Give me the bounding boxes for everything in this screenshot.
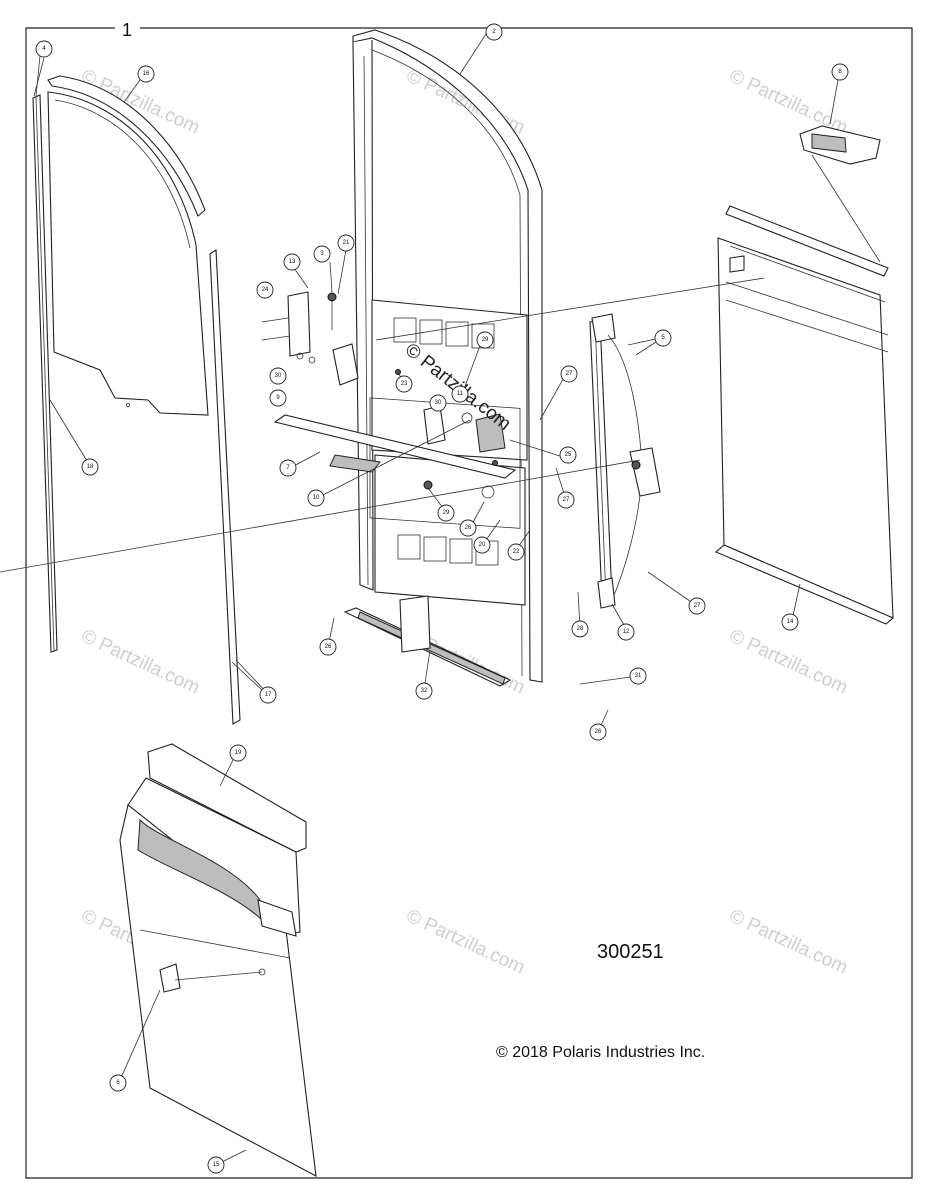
svg-text:27: 27: [563, 497, 570, 503]
callout: 27: [560, 365, 578, 383]
svg-text:24: 24: [262, 287, 269, 293]
svg-text:2: 2: [492, 29, 496, 35]
svg-text:9: 9: [276, 395, 280, 401]
part-4-seal-strip: [32, 55, 58, 653]
part-8-door-handle: [799, 79, 881, 263]
callout: 27: [557, 491, 575, 509]
callout: 31: [629, 667, 647, 685]
callout: 26: [319, 638, 337, 656]
svg-text:19: 19: [235, 750, 242, 756]
callout: 10: [307, 489, 325, 507]
callout: 11: [451, 385, 469, 403]
watermark: © Partzilla.com: [78, 625, 203, 698]
diagram-frame: 1: [25, 20, 913, 1179]
callout: 13: [283, 253, 301, 271]
svg-text:26: 26: [595, 729, 602, 735]
callout: 30: [269, 367, 287, 385]
watermark: © Partzilla.com: [726, 905, 851, 978]
callout: 5: [654, 329, 672, 347]
assembly-number: 1: [122, 20, 132, 40]
callout: 20: [473, 536, 491, 554]
callout: 15: [207, 1156, 225, 1174]
watermark: © Partzilla.com: [726, 65, 851, 138]
svg-text:23: 23: [401, 381, 408, 387]
callout: 19: [229, 744, 247, 762]
svg-text:16: 16: [143, 71, 150, 77]
svg-text:12: 12: [623, 629, 630, 635]
svg-text:26: 26: [325, 644, 332, 650]
callout: 28: [571, 620, 589, 638]
callout: 23: [395, 375, 413, 393]
callout: 22: [507, 543, 525, 561]
svg-text:21: 21: [343, 240, 350, 246]
callout: 7: [279, 459, 297, 477]
callout: 21: [337, 234, 355, 252]
callout: 6: [109, 1074, 127, 1092]
svg-text:30: 30: [275, 373, 282, 379]
callout: 17: [259, 686, 277, 704]
watermark: © Partzilla.com: [726, 625, 851, 698]
callout: 4: [35, 40, 53, 58]
svg-text:13: 13: [289, 259, 296, 265]
callout: 16: [137, 65, 155, 83]
callout: 3: [313, 245, 331, 263]
svg-text:8: 8: [838, 69, 842, 75]
svg-text:32: 32: [421, 688, 428, 694]
part-17-seal: [209, 249, 263, 725]
latch-hardware: [261, 291, 506, 466]
callout: 29: [476, 331, 494, 349]
callout: 12: [617, 623, 635, 641]
svg-text:3: 3: [320, 251, 324, 257]
watermark: © Partzilla.com: [403, 905, 528, 978]
svg-text:6: 6: [116, 1080, 120, 1086]
part-5-window-regulator: [589, 313, 661, 609]
callout: 30: [429, 394, 447, 412]
part-16-glass-trim: [47, 75, 206, 217]
part-14-door-skin: [714, 205, 895, 625]
svg-text:15: 15: [213, 1162, 220, 1168]
svg-text:18: 18: [87, 464, 94, 470]
diagram-id: 300251: [597, 941, 664, 963]
callout: 8: [831, 63, 849, 81]
svg-text:5: 5: [661, 335, 665, 341]
svg-text:10: 10: [313, 495, 320, 501]
svg-text:29: 29: [443, 510, 450, 516]
callout: 18: [81, 458, 99, 476]
window-glass: [47, 91, 209, 416]
svg-text:14: 14: [787, 619, 794, 625]
callout: 27: [688, 597, 706, 615]
svg-text:26: 26: [465, 525, 472, 531]
callout: 14: [781, 613, 799, 631]
callout: 24: [256, 281, 274, 299]
part-32-bottom-channel: [343, 595, 512, 687]
callout: 32: [415, 682, 433, 700]
callout: 26: [459, 519, 477, 537]
svg-text:30: 30: [435, 400, 442, 406]
svg-text:27: 27: [694, 603, 701, 609]
svg-text:11: 11: [457, 391, 464, 397]
callout: 26: [589, 723, 607, 741]
svg-text:27: 27: [566, 371, 573, 377]
svg-text:17: 17: [265, 692, 272, 698]
svg-text:28: 28: [577, 626, 584, 632]
callout: 25: [559, 446, 577, 464]
callout: 2: [485, 23, 503, 41]
svg-text:25: 25: [565, 452, 572, 458]
svg-text:7: 7: [286, 465, 290, 471]
callout: 29: [437, 504, 455, 522]
interior-trim-panel: [119, 743, 317, 1177]
svg-text:29: 29: [482, 337, 489, 343]
svg-text:4: 4: [42, 46, 46, 52]
callout: 9: [269, 389, 287, 407]
svg-text:20: 20: [479, 542, 486, 548]
part-7-impact-bar: [273, 414, 517, 479]
svg-text:31: 31: [635, 673, 642, 679]
copyright-notice: © 2018 Polaris Industries Inc.: [496, 1044, 705, 1061]
svg-text:22: 22: [513, 549, 520, 555]
